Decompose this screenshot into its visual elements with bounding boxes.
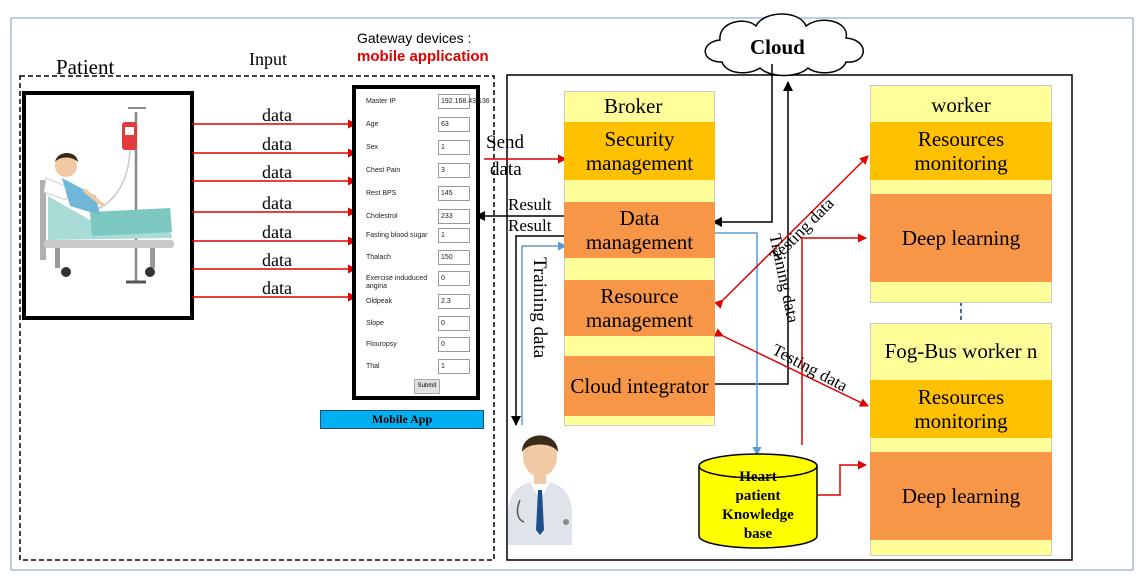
cloud-to-data-arrow: [712, 64, 773, 227]
form-value[interactable]: 145: [438, 186, 470, 201]
mobile-form: Master IP 192.168.43.136 Age 63 Sex 1 Chest…: [352, 85, 490, 400]
gateway-mobile-label: mobile application: [357, 48, 489, 65]
form-row: Thalach 150: [366, 250, 470, 267]
form-label: Age: [366, 121, 379, 128]
data-arrows: [192, 119, 357, 302]
form-row: Sex 1: [366, 140, 470, 157]
patient-gateway-region: [19, 75, 495, 561]
submit-button[interactable]: Submit: [414, 379, 440, 394]
form-value[interactable]: 0: [438, 316, 470, 331]
mobile-app-label: Mobile App: [320, 410, 484, 429]
form-label: Oldpeak: [366, 298, 393, 305]
data-management-block: Data management: [564, 202, 715, 258]
form-label: Rest BPS: [366, 190, 397, 197]
data-label-1: data: [262, 105, 292, 125]
training-data-vertical-label: Training data: [529, 257, 550, 359]
form-row: Age 63: [366, 117, 470, 134]
resource-management-block: Resource management: [564, 280, 715, 336]
form-value[interactable]: 3: [438, 163, 470, 178]
fog-bus-resources-monitoring: Resources monitoring: [870, 380, 1052, 438]
kb-to-deep-learning-1: [801, 233, 867, 445]
kb-line: Heart: [739, 469, 777, 485]
form-row: Master IP 192.168.43.136: [366, 94, 490, 111]
form-label: Sex: [366, 144, 379, 151]
data-label-5: data: [262, 222, 292, 242]
form-row: Rest BPS 145: [366, 186, 470, 203]
database-cylinder-icon: [698, 453, 818, 549]
form-label: Cholestrol: [366, 213, 398, 220]
testing-data-arrow-2: [713, 328, 869, 407]
form-label: Fasting blood sugar: [366, 232, 428, 239]
data-label-6: data: [262, 250, 292, 270]
fog-bus-deep-learning: Deep learning: [870, 452, 1052, 540]
result-label-1: Result: [508, 195, 552, 214]
form-row: Oldpeak 2.3: [366, 294, 470, 311]
fog-bus-worker-title: Fog-Bus worker n: [884, 338, 1038, 363]
form-value[interactable]: 0: [438, 337, 470, 352]
input-label: Input: [249, 49, 287, 69]
outer-frame: [10, 17, 1134, 571]
doctor-training-arrow: [521, 241, 567, 425]
worker-resources-monitoring: Resources monitoring: [870, 122, 1052, 180]
form-row: Cholestrol 233: [366, 209, 470, 226]
worker-title: worker: [931, 92, 991, 117]
cloud-icon: [704, 13, 864, 77]
form-row: Thal 1: [366, 359, 470, 376]
kb-to-deep-learning-2: [818, 460, 867, 496]
form-label: Master IP: [366, 98, 396, 105]
form-label: Flouropsy: [366, 341, 397, 348]
send-data-label: data: [490, 159, 522, 180]
data-label-7: data: [262, 278, 292, 298]
form-row: Flouropsy 0: [366, 337, 470, 354]
result-arrow-2: [511, 235, 566, 426]
data-label-2: data: [262, 134, 292, 154]
form-value[interactable]: 0: [438, 271, 470, 286]
form-label: Exercise induduced angina: [366, 275, 428, 290]
form-label: Chest Pain: [366, 167, 401, 174]
patient-bed-icon: [40, 107, 174, 284]
testing-data-arrow-1: [714, 155, 869, 309]
data-label-3: data: [262, 162, 292, 182]
doctor-icon: [508, 435, 572, 545]
broker-title: Broker: [604, 93, 663, 118]
kb-line: Knowledge: [722, 507, 794, 523]
send-label: Send: [486, 132, 524, 153]
form-value[interactable]: 150: [438, 250, 470, 265]
patient-label: Patient: [56, 55, 115, 79]
worker-deep-learning: Deep learning: [870, 194, 1052, 282]
result-label-2: Result: [508, 216, 552, 235]
form-value[interactable]: 192.168.43.136: [438, 94, 490, 109]
form-row: Slope 0: [366, 316, 470, 333]
form-value[interactable]: 1: [438, 140, 470, 155]
cloud-label: Cloud: [750, 35, 805, 59]
form-value[interactable]: 233: [438, 209, 470, 224]
gateway-label: Gateway devices :: [357, 30, 472, 46]
form-row: Chest Pain 3: [366, 163, 470, 180]
data-label-4: data: [262, 193, 292, 213]
knowledge-base-label: Heart patient Knowledge base: [699, 468, 817, 544]
form-row: Exercise induduced angina 0: [366, 271, 470, 290]
form-value[interactable]: 1: [438, 228, 470, 243]
form-label: Slope: [366, 320, 384, 327]
form-label: Thalach: [366, 254, 391, 261]
cloud-integrator-block: Cloud integrator: [564, 356, 715, 416]
security-management-block: Security management: [564, 122, 715, 180]
kb-line: base: [743, 526, 773, 542]
training-to-knowledge-arrow: [713, 232, 762, 456]
form-value[interactable]: 63: [438, 117, 470, 132]
form-value[interactable]: 2.3: [438, 294, 470, 309]
form-value[interactable]: 1: [438, 359, 470, 374]
form-row: Fasting blood sugar 1: [366, 228, 470, 245]
kb-line: patient: [735, 488, 781, 504]
form-label: Thal: [366, 363, 380, 370]
